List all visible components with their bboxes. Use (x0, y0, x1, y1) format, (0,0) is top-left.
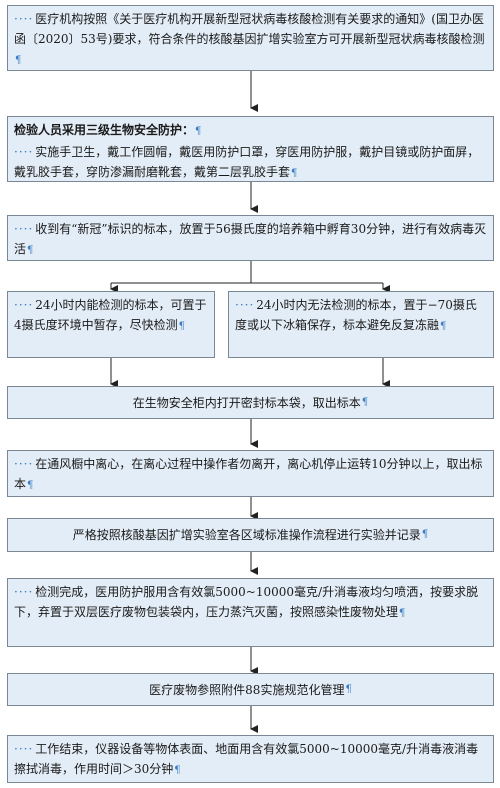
step-protection-title: 检验人员采用三级生物安全防护： (14, 123, 195, 137)
step-lab-procedure-box: 严格按照核酸基因扩增实验室各区域标准操作流程进行实验并记录¶ (7, 518, 494, 552)
step-within-24h-box: ····24小时内能检测的标本，可置于4摄氏度环境中暂存，尽快检测¶ (7, 291, 215, 358)
step-inactivation-text: 收到有“新冠”标识的标本，放置于56摄氏度的培养箱中孵育30分钟，进行有效病毒灭… (14, 222, 487, 256)
step-medical-waste-text: 医疗废物参照附件88实施规范化管理 (149, 682, 345, 697)
step-within-24h-text: 24小时内能检测的标本，可置于4摄氏度环境中暂存，尽快检测 (14, 298, 207, 332)
step-work-end-box: ····工作结束，仪器设备等物体表面、地面用含有效氯5000~10000毫克/升… (7, 735, 494, 783)
step-lab-procedure-text: 严格按照核酸基因扩增实验室各区域标准操作流程进行实验并记录 (72, 528, 421, 542)
step-protection-text: 实施手卫生，戴工作圆帽，戴医用防护口罩，穿医用防护服，戴护目镜或防护面屏，戴乳胶… (14, 145, 480, 179)
step-work-end-text: 工作结束，仪器设备等物体表面、地面用含有效氯5000~10000毫克/升消毒液消… (14, 742, 479, 776)
step-biosafety-cabinet-text: 在生物安全柜内打开密封标本袋，取出标本 (132, 395, 361, 410)
step-requirements-box: ····医疗机构按照《关于医疗机构开展新型冠状病毒核酸检测有关要求的通知》(国卫… (7, 5, 494, 71)
step-medical-waste-box: 医疗废物参照附件88实施规范化管理¶ (7, 673, 494, 706)
step-beyond-24h-box: ····24小时内无法检测的标本，置于−70摄氏度或以下冰箱保存，标本避免反复冻… (228, 291, 494, 358)
step-centrifuge-box: ····在通风橱中离心，在离心过程中操作者勿离开，离心机停止运转10分钟以上，取… (7, 450, 494, 497)
step-centrifuge-text: 在通风橱中离心，在离心过程中操作者勿离开，离心机停止运转10分钟以上，取出标本 (14, 457, 483, 491)
step-biosafety-cabinet-box: 在生物安全柜内打开密封标本袋，取出标本¶ (7, 386, 494, 419)
step-disinfection-box: ····检测完成，医用防护服用含有效氯5000~10000毫克/升消毒液均匀喷洒… (7, 578, 494, 647)
step-requirements-text: 医疗机构按照《关于医疗机构开展新型冠状病毒核酸检测有关要求的通知》(国卫办医函〔… (14, 12, 485, 46)
step-inactivation-box: ····收到有“新冠”标识的标本，放置于56摄氏度的培养箱中孵育30分钟，进行有… (7, 215, 494, 261)
step-beyond-24h-text: 24小时内无法检测的标本，置于−70摄氏度或以下冰箱保存，标本避免反复冻融 (235, 298, 477, 332)
step-disinfection-text: 检测完成，医用防护服用含有效氯5000~10000毫克/升消毒液均匀喷洒，按要求… (14, 585, 479, 619)
step-protection-box: 检验人员采用三级生物安全防护：¶ ····实施手卫生，戴工作圆帽，戴医用防护口罩… (7, 116, 494, 182)
